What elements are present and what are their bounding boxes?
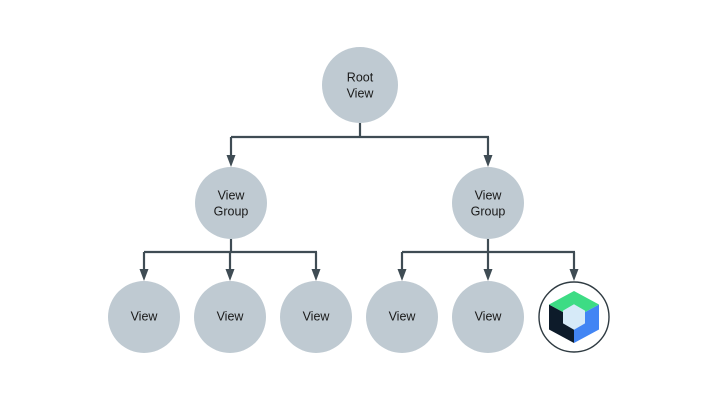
edge-group-root [226,123,493,167]
node-view-2[interactable]: View [194,281,266,353]
node-viewgroup-left-label-line1: View [218,188,246,202]
edge-group-viewgroup-left [139,239,321,281]
arrowhead-viewgroup-left [226,155,236,167]
arrowhead-compose-logo-node [569,269,579,281]
node-view-4-circle[interactable] [366,281,438,353]
node-viewgroup-left-label-line2: Group [214,204,249,218]
edge-group-viewgroup-right [397,239,579,281]
node-view-2-circle[interactable] [194,281,266,353]
compose-cube-right-face [574,304,599,343]
arrowhead-viewgroup-right [483,155,493,167]
node-view-5[interactable]: View [452,281,524,353]
node-view-1-circle[interactable] [108,281,180,353]
arrowhead-view-3 [311,269,321,281]
node-view-5-label: View [475,309,503,323]
node-viewgroup-right-circle[interactable] [452,167,524,239]
node-root-view[interactable]: Root View [322,47,398,123]
jetpack-compose-logo-icon [549,291,599,343]
arrowhead-view-2 [225,269,235,281]
node-compose-logo[interactable] [538,281,610,353]
arrowhead-view-4 [397,269,407,281]
node-viewgroup-left-circle[interactable] [195,167,267,239]
node-view-5-circle[interactable] [452,281,524,353]
compose-cube-center-hexagon [563,304,585,330]
node-root-view-label-line1: Root [347,70,374,84]
node-view-3-label: View [303,309,331,323]
node-view-1-label: View [131,309,159,323]
node-view-3[interactable]: View [280,281,352,353]
compose-cube-left-face [549,304,574,343]
node-viewgroup-left[interactable]: View Group [195,167,267,239]
node-view-4[interactable]: View [366,281,438,353]
node-view-3-circle[interactable] [280,281,352,353]
node-root-view-circle[interactable] [322,47,398,123]
node-root-view-label-line2: View [347,86,375,100]
node-viewgroup-right-label-line2: Group [471,204,506,218]
node-viewgroup-right-label-line1: View [475,188,503,202]
arrowhead-view-5 [483,269,493,281]
arrowhead-view-1 [139,269,149,281]
node-viewgroup-right[interactable]: View Group [452,167,524,239]
node-view-1[interactable]: View [108,281,180,353]
node-view-2-label: View [217,309,245,323]
node-view-4-label: View [389,309,417,323]
